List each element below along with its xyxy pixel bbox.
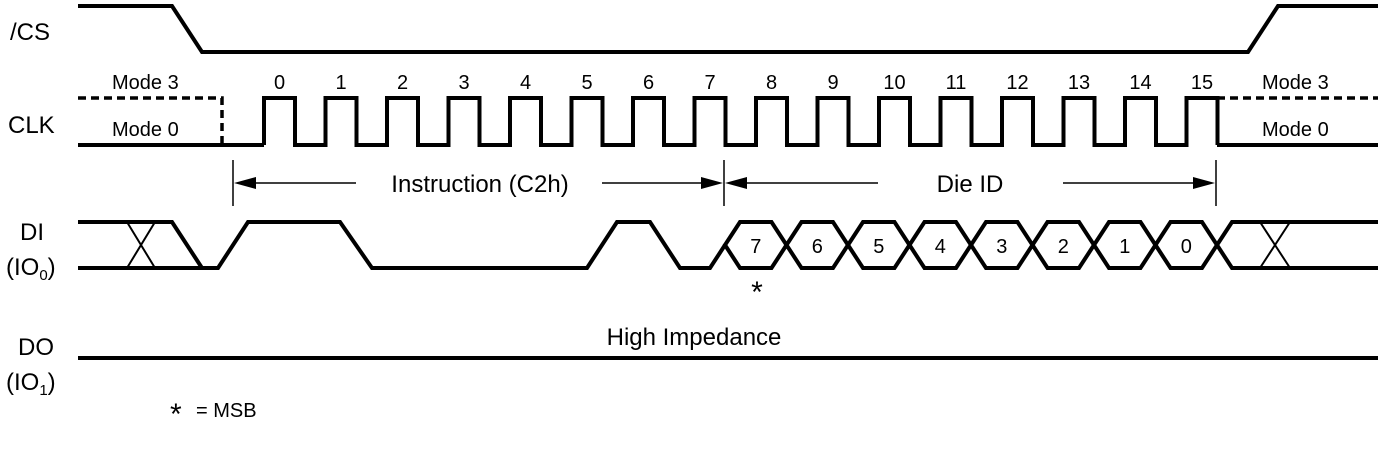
clk-waveform (262, 96, 1220, 147)
di-dont-care-x (126, 221, 156, 269)
clk-cycle-label: 4 (520, 72, 531, 94)
di-bit-label: 1 (1119, 236, 1130, 258)
do-state-label: High Impedance (607, 324, 782, 351)
arrowhead-left-icon (234, 177, 256, 189)
di-bit-label: 5 (873, 236, 884, 258)
clk-cycle-label: 1 (335, 72, 346, 94)
clk-cycle-label: 10 (883, 72, 905, 94)
msb-marker: * (751, 276, 763, 309)
legend-star: * (170, 398, 182, 431)
di-bit-label: 0 (1181, 236, 1192, 258)
di-dont-care-x (1259, 221, 1291, 269)
di-waveform-post (1215, 220, 1378, 270)
mode0-right-label: Mode 0 (1262, 119, 1329, 141)
clk-label: CLK (8, 112, 55, 139)
clk-cycle-label: 11 (946, 72, 967, 94)
clk-cycle-label: 12 (1006, 72, 1028, 94)
di-data-bits: 7 6 5 4 3 2 1 0 (722, 220, 1220, 270)
di-bit-label: 4 (935, 236, 946, 258)
clk-cycle-label: 6 (643, 72, 654, 94)
di-bit-label: 3 (996, 236, 1007, 258)
clk-cycle-label: 9 (827, 72, 838, 94)
arrowhead-right-icon (1193, 177, 1215, 189)
do-io-label: (IO1) (6, 369, 56, 399)
di-bit-label: 7 (750, 236, 761, 258)
clk-cycle-label: 2 (397, 72, 408, 94)
di-bit-label: 6 (812, 236, 823, 258)
di-label: DI (20, 219, 44, 246)
mode3-right-label: Mode 3 (1262, 72, 1329, 94)
di-bit-label: 2 (1058, 236, 1069, 258)
clk-cycle-label: 14 (1129, 72, 1151, 94)
die-id-label: Die ID (937, 171, 1004, 198)
arrowhead-left-icon (725, 177, 747, 189)
di-waveform-pre (78, 220, 727, 270)
instruction-label: Instruction (C2h) (391, 171, 568, 198)
legend-text: = MSB (196, 400, 257, 422)
clk-cycle-label: 5 (581, 72, 592, 94)
clk-cycle-label: 13 (1068, 72, 1090, 94)
mode0-left-label: Mode 0 (112, 119, 179, 141)
do-label: DO (18, 334, 54, 361)
clk-cycle-label: 0 (274, 72, 285, 94)
clk-mode3-left (78, 96, 224, 145)
di-io-label: (IO0) (6, 254, 56, 284)
clk-cycle-label: 8 (766, 72, 777, 94)
arrowhead-right-icon (701, 177, 723, 189)
cs-waveform (78, 3, 1378, 54)
mode3-left-label: Mode 3 (112, 72, 179, 94)
clk-cycle-label: 7 (704, 72, 715, 94)
cs-label: /CS (10, 19, 50, 46)
clk-cycle-label: 3 (458, 72, 469, 94)
clk-cycle-label: 15 (1191, 72, 1213, 94)
